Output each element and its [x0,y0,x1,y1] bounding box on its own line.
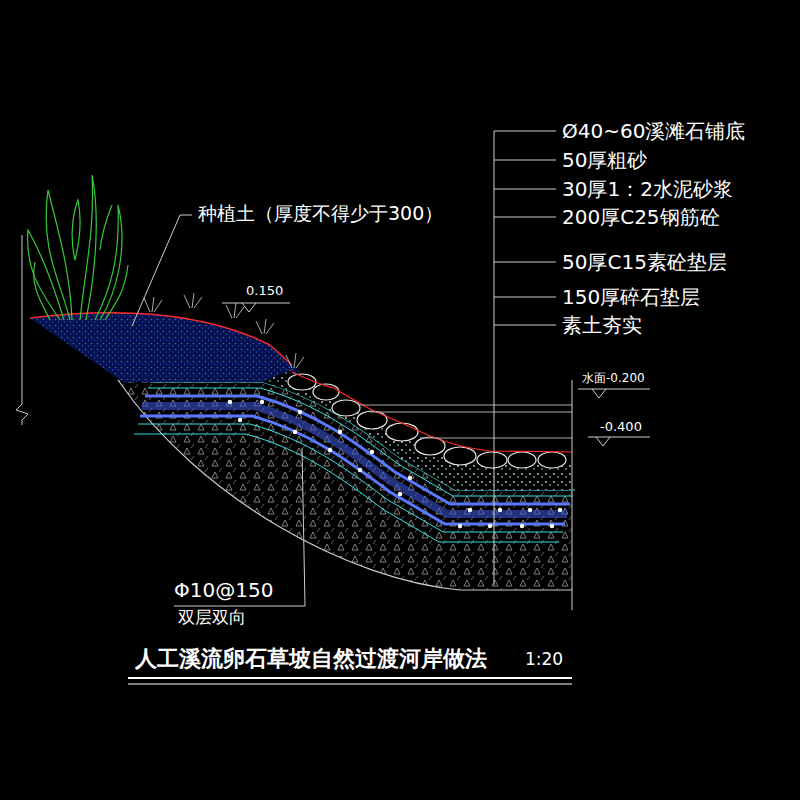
soil-note: 种植土（厚度不得少于300） [198,204,443,223]
elevation-label: -0.400 [600,420,642,433]
layer-note: 200厚C25钢筋砼 [562,207,720,227]
layer-note: 150厚碎石垫层 [562,287,700,307]
drawing-title: 人工溪流卵石草坡自然过渡河岸做法 [135,648,487,670]
layer-note: 30厚1：2水泥砂浆 [562,179,733,199]
layer-note: Ø40~60溪滩石铺底 [562,121,745,141]
layer-note: 素土夯实 [562,315,642,335]
layer-note: 50厚C15素砼垫层 [562,252,727,272]
rebar-note: 双层双向 [178,609,246,626]
layer-note: 50厚粗砂 [562,150,647,170]
elevation-label: 0.150 [246,284,283,297]
scale-label: 1:20 [525,651,563,668]
rebar-label: Φ10@150 [174,580,273,600]
water-level-label: 水面-0.200 [582,372,645,384]
